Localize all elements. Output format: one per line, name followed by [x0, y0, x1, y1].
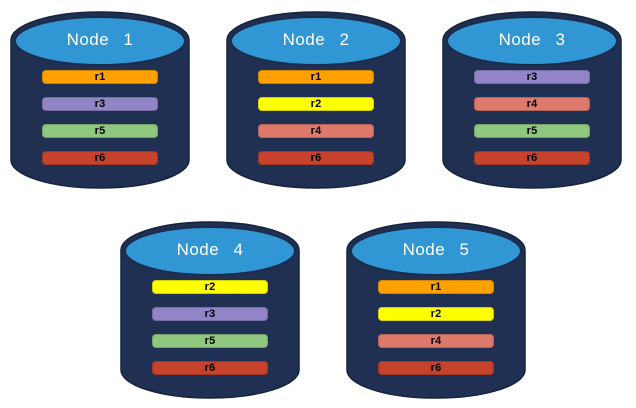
- database-node-4: Node 4 r2 r3 r5 r6: [120, 218, 300, 402]
- replica-label: r4: [310, 125, 322, 137]
- node-title: Node 1: [66, 30, 134, 49]
- replica-label: r1: [94, 71, 106, 83]
- database-node-3: Node 3 r3 r4 r5 r6: [442, 8, 622, 192]
- replica-label: r4: [430, 335, 442, 347]
- database-node-2: Node 2 r1 r2 r4 r6: [226, 8, 406, 192]
- replica-label: r2: [204, 281, 216, 293]
- replica-list: r3 r4 r5 r6: [474, 70, 590, 165]
- replica-bar: r3: [42, 97, 158, 111]
- replica-bar: r2: [258, 97, 374, 111]
- node-title: Node 2: [282, 30, 350, 49]
- replica-label: r2: [310, 98, 322, 110]
- node-title: Node 5: [402, 240, 470, 259]
- replica-bar: r5: [42, 124, 158, 138]
- node-title: Node 3: [498, 30, 566, 49]
- replica-bar: r3: [474, 70, 590, 84]
- replica-label: r1: [310, 71, 322, 83]
- cylinder-top: [230, 16, 402, 66]
- cylinder-top: [14, 16, 186, 66]
- cylinder-top: [350, 226, 522, 276]
- replica-label: r6: [94, 152, 106, 164]
- replica-list: r1 r2 r4 r6: [378, 280, 494, 375]
- replica-label: r4: [526, 98, 538, 110]
- replica-bar: r1: [258, 70, 374, 84]
- replica-label: r3: [94, 98, 106, 110]
- replica-label: r6: [430, 362, 442, 374]
- replica-bar: r6: [152, 361, 268, 375]
- replica-bar: r6: [378, 361, 494, 375]
- replica-bar: r3: [152, 307, 268, 321]
- replica-bar: r6: [474, 151, 590, 165]
- replica-bar: r5: [474, 124, 590, 138]
- replica-bar: r1: [42, 70, 158, 84]
- replica-label: r1: [430, 281, 442, 293]
- replica-label: r2: [430, 308, 442, 320]
- replica-label: r3: [526, 71, 538, 83]
- replica-list: r1 r3 r5 r6: [42, 70, 158, 165]
- replica-bar: r1: [378, 280, 494, 294]
- replica-list: r2 r3 r5 r6: [152, 280, 268, 375]
- replica-list: r1 r2 r4 r6: [258, 70, 374, 165]
- replica-bar: r6: [42, 151, 158, 165]
- replica-label: r5: [526, 125, 538, 137]
- database-node-5: Node 5 r1 r2 r4 r6: [346, 218, 526, 402]
- replica-bar: r6: [258, 151, 374, 165]
- cylinder-top: [446, 16, 618, 66]
- replica-bar: r5: [152, 334, 268, 348]
- replica-bar: r4: [258, 124, 374, 138]
- cylinder-top: [124, 226, 296, 276]
- replica-bar: r4: [474, 97, 590, 111]
- replica-label: r5: [94, 125, 106, 137]
- replica-label: r3: [204, 308, 216, 320]
- replica-bar: r4: [378, 334, 494, 348]
- replica-bar: r2: [152, 280, 268, 294]
- replica-label: r5: [204, 335, 216, 347]
- replica-label: r6: [204, 362, 216, 374]
- replica-bar: r2: [378, 307, 494, 321]
- replica-label: r6: [526, 152, 538, 164]
- node-title: Node 4: [176, 240, 244, 259]
- database-node-1: Node 1 r1 r3 r5 r6: [10, 8, 190, 192]
- replica-label: r6: [310, 152, 322, 164]
